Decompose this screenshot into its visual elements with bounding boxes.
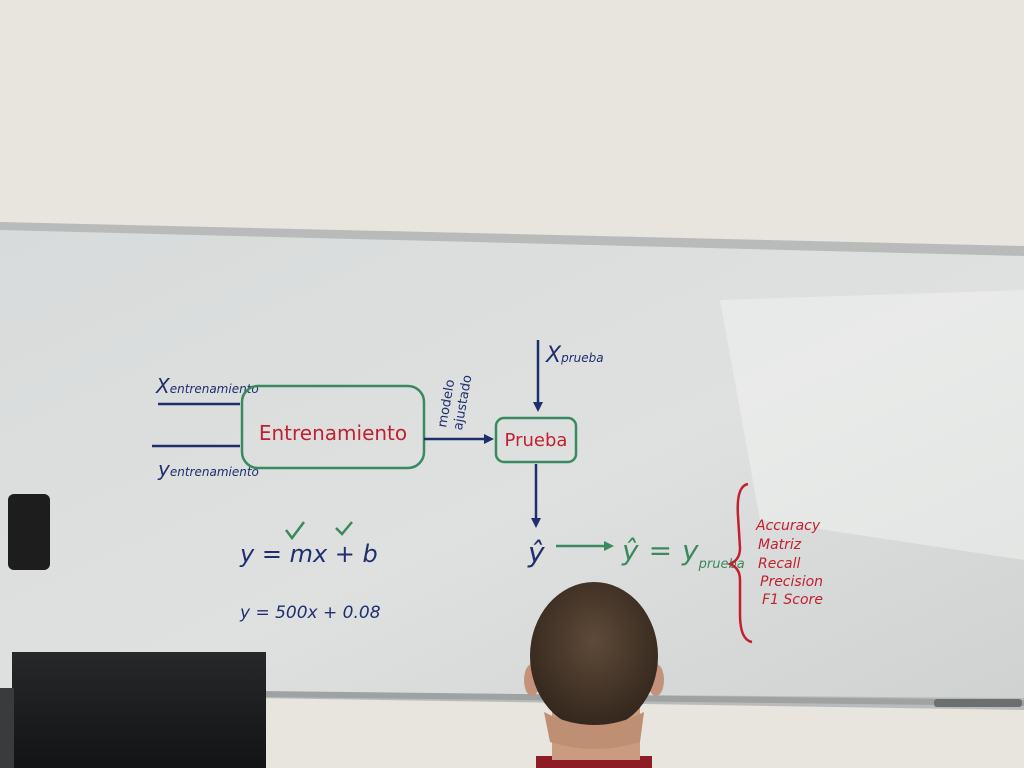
x-train-sub: entrenamiento bbox=[170, 382, 259, 396]
y-train-sub: entrenamiento bbox=[170, 465, 259, 479]
metric-item-matriz: Matriz bbox=[758, 537, 802, 553]
metric-item-f1-score: F1 Score bbox=[762, 592, 823, 608]
metrics-list: Accuracy Matriz Recall Precision F1 Scor… bbox=[755, 518, 823, 608]
formula-general: y = mx + b bbox=[239, 540, 378, 568]
equation-y: y bbox=[681, 534, 699, 567]
training-box bbox=[240, 384, 426, 470]
test-box bbox=[494, 416, 578, 464]
x-test-letter: X bbox=[545, 343, 562, 368]
evaluation-arrowhead bbox=[604, 541, 614, 551]
x-train-label: Xentrenamiento bbox=[155, 374, 259, 398]
training-box-label: Entrenamiento bbox=[259, 421, 407, 445]
checkmark-b-icon bbox=[335, 521, 353, 536]
y-hat-label: ŷ bbox=[527, 536, 545, 569]
metric-item-accuracy: Accuracy bbox=[755, 518, 821, 534]
y-train-letter: y bbox=[157, 457, 171, 481]
x-test-label: Xprueba bbox=[545, 343, 604, 368]
x-test-arrowhead bbox=[533, 402, 543, 412]
x-test-sub: prueba bbox=[560, 351, 604, 365]
eraser bbox=[8, 494, 50, 570]
test-box-label: Prueba bbox=[505, 430, 568, 451]
computer-monitor bbox=[12, 652, 266, 768]
equation-y-hat: ŷ bbox=[621, 534, 639, 567]
metric-item-precision: Precision bbox=[760, 574, 823, 590]
equation-y-sub: prueba bbox=[698, 557, 745, 572]
prediction-arrowhead bbox=[531, 518, 541, 528]
board-glare bbox=[720, 290, 1024, 560]
fitted-model-arrowhead bbox=[484, 434, 494, 444]
metric-item-recall: Recall bbox=[758, 556, 801, 572]
monitor-edge bbox=[0, 688, 14, 768]
x-train-letter: X bbox=[155, 374, 171, 398]
marker-on-tray bbox=[934, 699, 1022, 707]
formula-example: y = 500x + 0.08 bbox=[239, 603, 381, 623]
person-hair bbox=[530, 582, 658, 730]
y-train-label: yentrenamiento bbox=[157, 457, 259, 481]
person-head bbox=[524, 582, 664, 768]
person-hairline bbox=[544, 712, 644, 749]
checkmark-m-icon bbox=[285, 521, 305, 541]
metrics-brace bbox=[726, 482, 753, 644]
equation: ŷ = yprueba bbox=[621, 534, 745, 572]
equation-equals: = bbox=[649, 534, 672, 567]
